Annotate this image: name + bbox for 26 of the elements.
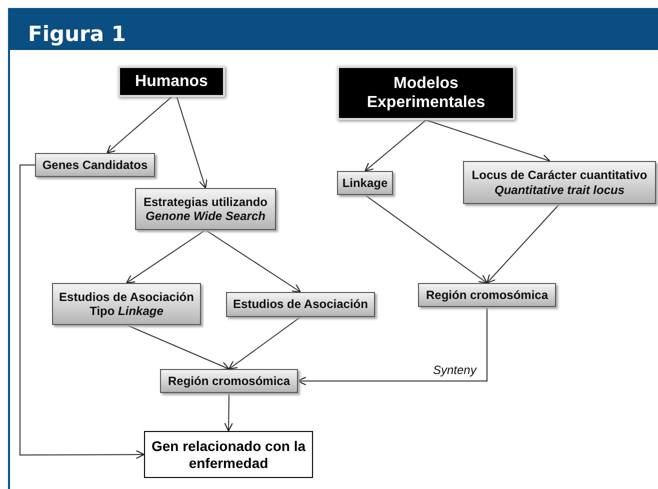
process-box: Linkage [337, 171, 393, 195]
result-box: Gen relacionado con la enfermedad [144, 431, 313, 478]
arrow [486, 204, 560, 284]
arrow [205, 230, 302, 293]
arrow [426, 120, 550, 163]
process-box: Estudios de Asociación Tipo Linkage [52, 283, 201, 325]
process-box: Estudios de Asociación [226, 292, 375, 317]
arrow [297, 306, 488, 386]
arrow [364, 194, 488, 284]
title-box: Humanos [118, 66, 225, 97]
arrow [228, 316, 301, 370]
process-box: Locus de Carácter cuantitativo Quantitative trait locus [463, 161, 656, 204]
process-box: Genes Candidatos [35, 153, 155, 177]
arrow [176, 96, 208, 189]
figure-title: Figura 1 [28, 22, 126, 46]
process-box: Región cromosómica [418, 283, 556, 307]
process-box: Región cromosómica [160, 369, 298, 393]
arrow [126, 324, 230, 370]
arrow [364, 120, 426, 172]
title-box: Modelos Experimentales [337, 66, 515, 120]
edge-label: Synteny [432, 363, 478, 377]
process-box: Estrategias utilizando Genone Wide Search [135, 188, 276, 230]
arrow [20, 164, 145, 460]
arrow [224, 392, 234, 432]
arrow [126, 230, 206, 284]
arrow [106, 96, 172, 154]
